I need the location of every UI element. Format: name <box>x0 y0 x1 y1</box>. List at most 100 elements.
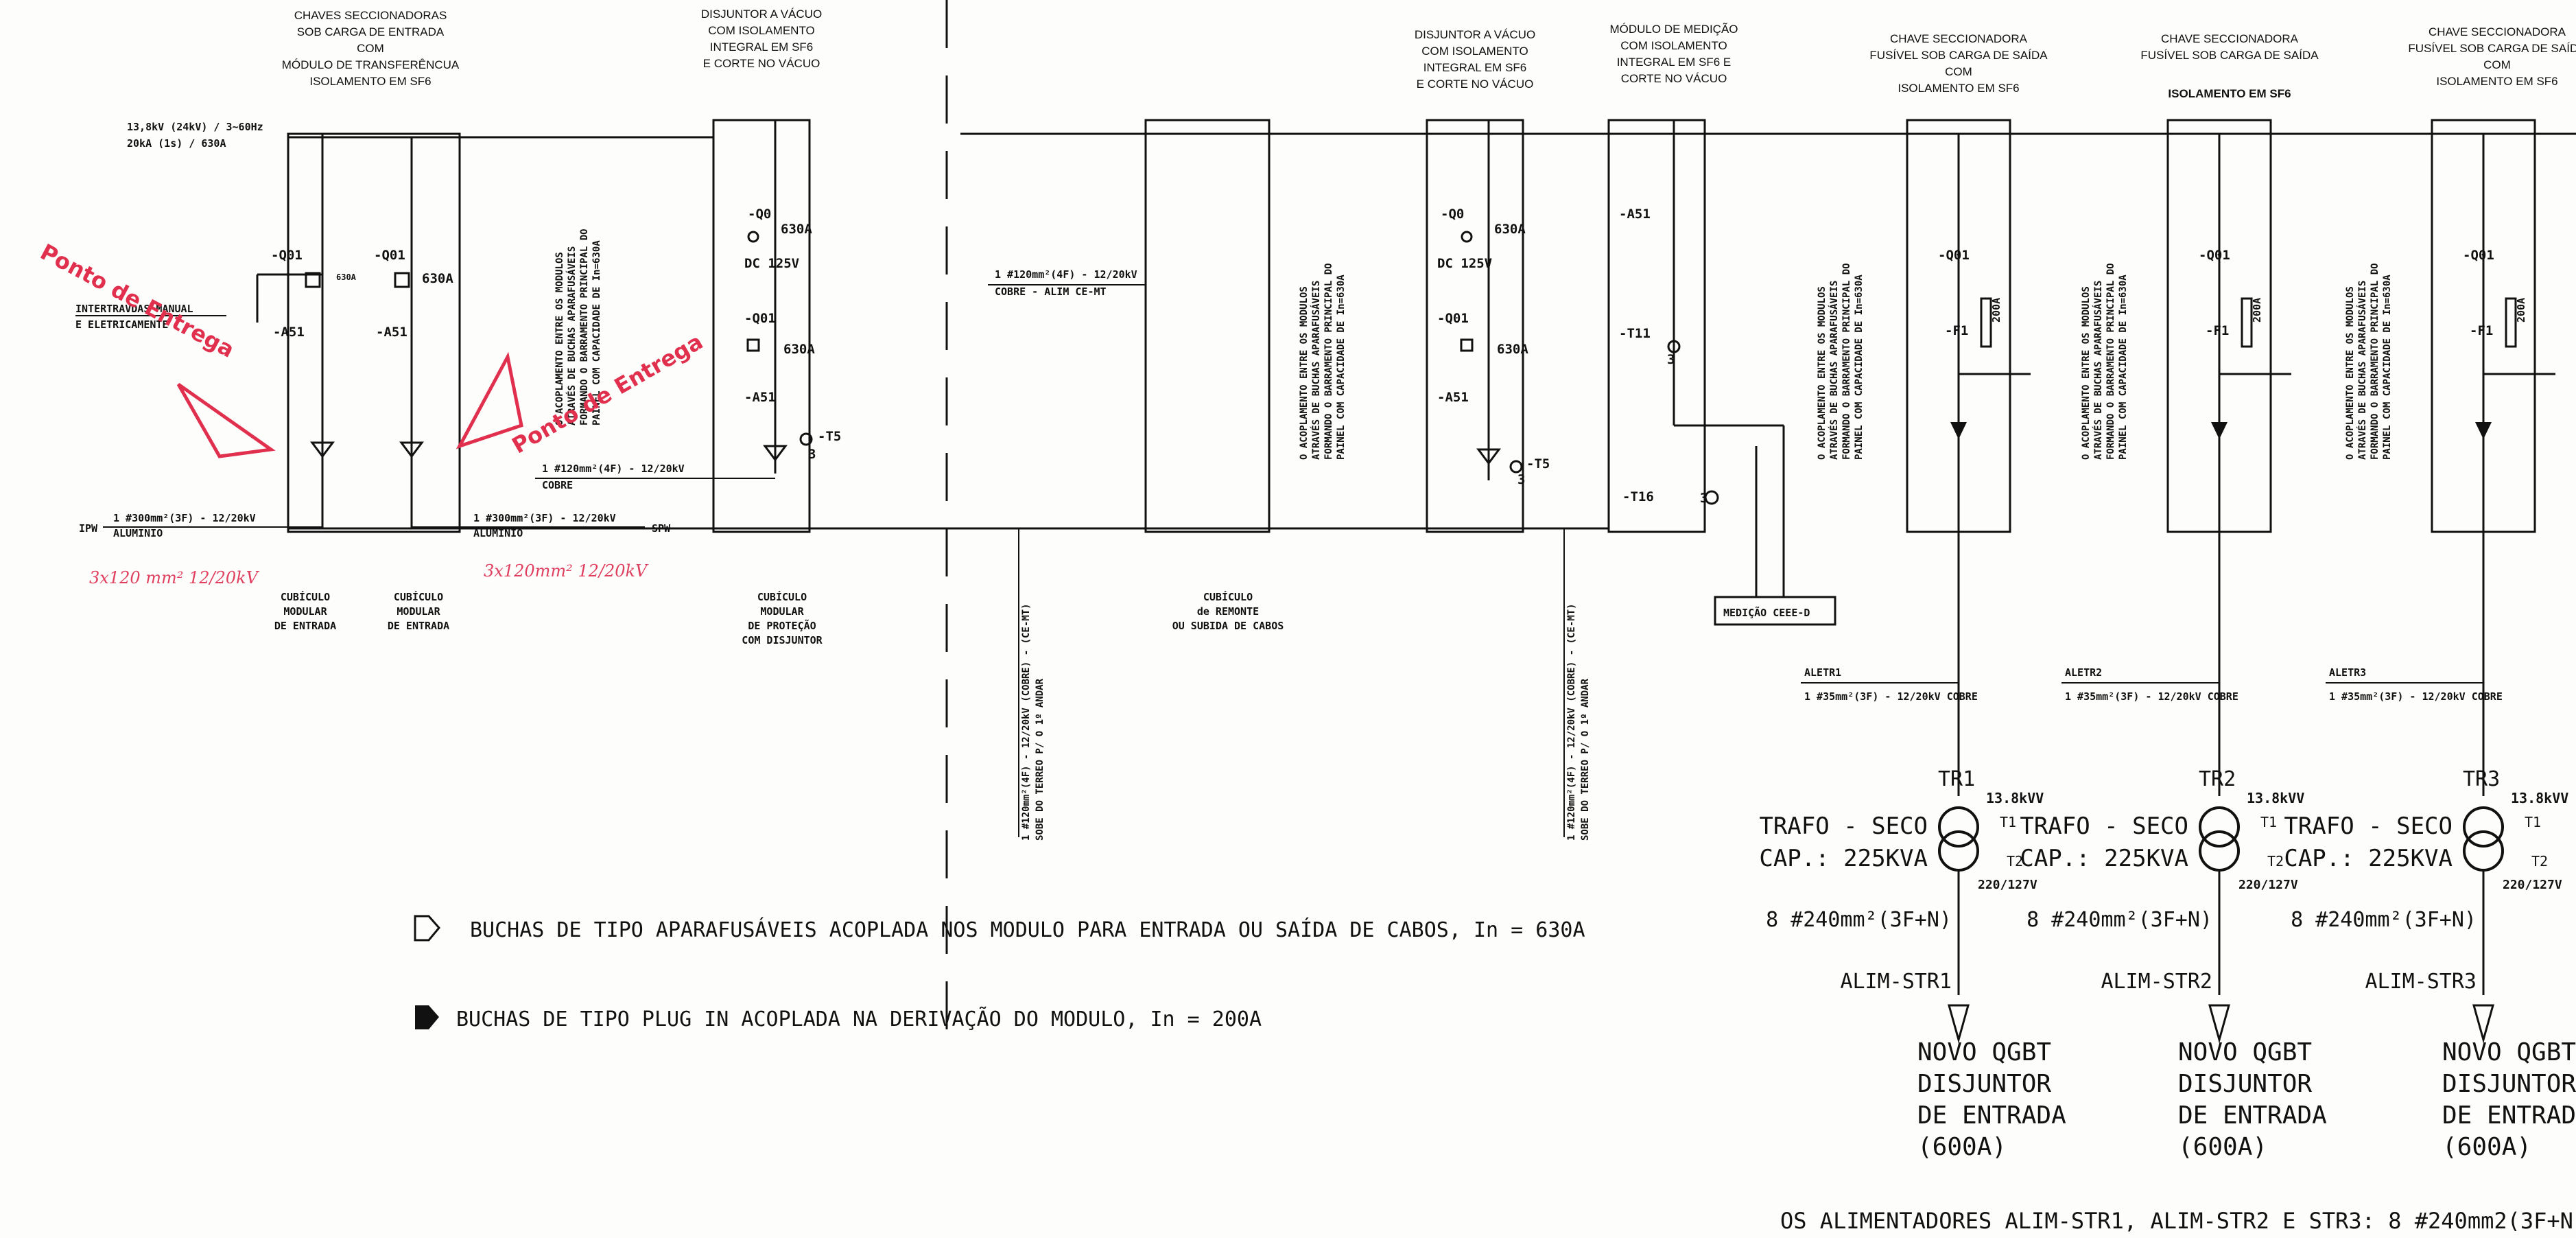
entry-labels: -Q01 -Q01 630A 630A -A51 -A51 <box>271 248 453 340</box>
feeder-alim: ALIM-STR3 <box>2365 970 2477 994</box>
svg-text:-Q0: -Q0 <box>1441 207 1464 222</box>
svg-text:-T5: -T5 <box>818 429 841 444</box>
svg-text:MODULAR: MODULAR <box>760 605 804 618</box>
header-vacuum-breaker-1: DISJUNTOR A VÁCUO COM ISOLAMENTO INTEGRA… <box>701 8 822 70</box>
transformer-lv: 220/127V <box>2238 878 2298 892</box>
stamp-left: Ponto de Entrega <box>36 239 276 458</box>
svg-text:INTEGRAL EM SF6: INTEGRAL EM SF6 <box>1423 61 1527 74</box>
svg-text:O ACOPLAMENTO ENTRE OS MODULOS: O ACOPLAMENTO ENTRE OS MODULOS <box>1299 286 1310 460</box>
svg-text:COM ISOLAMENTO: COM ISOLAMENTO <box>708 24 815 37</box>
svg-text:-F1: -F1 <box>2470 323 2493 338</box>
header-fuse-switch-1: CHAVE SECCIONADORA FUSÍVEL SOB CARGA DE … <box>1869 32 2048 95</box>
transformer-secondary-icon <box>1938 830 1979 872</box>
cubicle-breaker-frame <box>712 119 811 533</box>
svg-text:DC 125V: DC 125V <box>744 256 799 271</box>
svg-text:630A: 630A <box>1497 342 1528 357</box>
cubicle-metering-frame <box>1607 119 1706 533</box>
svg-text:E ELETRICAMENTE: E ELETRICAMENTE <box>75 318 168 331</box>
svg-text:CHAVES SECCIONADORAS: CHAVES SECCIONADORAS <box>294 9 447 22</box>
qgbt-line: DE ENTRADA <box>1917 1101 2066 1130</box>
svg-text:COBRE: COBRE <box>542 479 573 491</box>
qgbt-line: DISJUNTOR <box>2178 1070 2312 1098</box>
svg-text:-A51: -A51 <box>273 325 305 340</box>
transformer-lv: 220/127V <box>2503 878 2562 892</box>
transformer-type: TRAFO - SECO <box>2284 813 2453 840</box>
svg-text:BUCHAS DE TIPO APARAFUSÁVEIS A: BUCHAS DE TIPO APARAFUSÁVEIS ACOPLADA NO… <box>470 918 1585 942</box>
svg-text:CUBÍCULO: CUBÍCULO <box>394 590 443 603</box>
breaker-internals <box>746 231 1523 474</box>
riser-text-1: 1 #120mm²(4F) - 12/20kV (COBRE) - (CE-MT… <box>1018 528 1045 841</box>
svg-text:INTEGRAL EM SF6 E: INTEGRAL EM SF6 E <box>1617 56 1732 69</box>
transformer-hv: 13.8kVV <box>2247 790 2304 806</box>
feeder-alim: ALIM-STR2 <box>2101 970 2212 994</box>
busbars <box>288 120 2576 530</box>
svg-text:FORMANDO O BARRAMENTO PRINCIPA: FORMANDO O BARRAMENTO PRINCIPAL DO <box>1323 263 1334 460</box>
svg-text:BUCHAS DE TIPO PLUG IN ACOPLAD: BUCHAS DE TIPO PLUG IN ACOPLADA NA DERIV… <box>456 1007 1262 1031</box>
cubicle-entry-frame <box>287 132 461 533</box>
transformer-t1: T1 <box>2260 814 2277 830</box>
feeder-alim: ALIM-STR1 <box>1840 970 1952 994</box>
transformer-primary-icon <box>1938 806 1979 848</box>
header-fuse-switch-3: CHAVE SECCIONADORA FUSÍVEL SOB CARGA DE … <box>2408 25 2576 88</box>
svg-text:200A: 200A <box>2251 298 2263 323</box>
svg-text:-Q01: -Q01 <box>1437 311 1469 326</box>
svg-text:CHAVE SECCIONADORA: CHAVE SECCIONADORA <box>2161 32 2299 45</box>
svg-text:-A51: -A51 <box>1619 207 1651 222</box>
svg-text:SOBE DO TERREO P/ O 1º ANDAR: SOBE DO TERREO P/ O 1º ANDAR <box>1580 678 1591 841</box>
transformer-capacity: CAP.: 225KVA <box>1759 845 1928 872</box>
svg-text:IPW: IPW <box>79 522 98 535</box>
svg-text:3x120 mm² 12/20kV: 3x120 mm² 12/20kV <box>89 568 260 587</box>
transformer-t1: T1 <box>2000 814 2016 830</box>
svg-text:1 #120mm²(4F) - 12/20kV: 1 #120mm²(4F) - 12/20kV <box>542 463 685 475</box>
coupling-text-2: O ACOPLAMENTO ENTRE OS MODULOS ATRAVÉS D… <box>1299 263 1347 460</box>
coupling-text-5: O ACOPLAMENTO ENTRE OS MODULOS ATRAVÉS D… <box>2345 263 2393 460</box>
output-arrow-icon <box>2472 1004 2494 1044</box>
feeder-output-cable: 8 #240mm²(3F+N) <box>2026 908 2212 932</box>
feeder-cable: 1 #35mm²(3F) - 12/20kV COBRE <box>1804 690 1978 703</box>
header-metering-module: MÓDULO DE MEDIÇÃO COM ISOLAMENTO INTEGRA… <box>1609 23 1738 85</box>
svg-text:CHAVE SECCIONADORA: CHAVE SECCIONADORA <box>1890 32 2028 45</box>
svg-text:DISJUNTOR A VÁCUO: DISJUNTOR A VÁCUO <box>1415 28 1535 41</box>
svg-text:ALUMINIO: ALUMINIO <box>113 527 163 539</box>
fuse-plugs <box>1950 422 2492 439</box>
svg-text:E CORTE NO VÁCUO: E CORTE NO VÁCUO <box>703 57 820 70</box>
header-fuse-switch-2: CHAVE SECCIONADORA FUSÍVEL SOB CARGA DE … <box>2140 32 2319 100</box>
svg-text:DISJUNTOR A VÁCUO: DISJUNTOR A VÁCUO <box>701 8 822 21</box>
svg-text:CHAVE SECCIONADORA: CHAVE SECCIONADORA <box>2429 25 2566 38</box>
coupling-text-4: O ACOPLAMENTO ENTRE OS MODULOS ATRAVÉS D… <box>2081 263 2129 460</box>
cubicle-breaker2-frame <box>1426 119 1524 533</box>
svg-text:-F1: -F1 <box>1945 323 1968 338</box>
svg-text:ISOLAMENTO EM SF6: ISOLAMENTO EM SF6 <box>2168 87 2291 100</box>
svg-text:3: 3 <box>1667 352 1675 367</box>
svg-text:-Q0: -Q0 <box>748 207 771 222</box>
breaker-labels: -Q0 630A DC 125V -Q01 630A -A51 -T5 3 -Q… <box>744 207 1550 487</box>
svg-text:O ACOPLAMENTO ENTRE OS MODULOS: O ACOPLAMENTO ENTRE OS MODULOS <box>554 252 565 425</box>
svg-text:3: 3 <box>1700 491 1708 506</box>
svg-text:MODULAR: MODULAR <box>283 605 327 618</box>
feeder-id: ALETR2 <box>2065 666 2102 679</box>
transformer-primary-icon <box>2463 806 2504 848</box>
svg-text:ISOLAMENTO EM SF6: ISOLAMENTO EM SF6 <box>2436 75 2557 88</box>
cubicle-labels: CUBÍCULO MODULAR DE ENTRADA CUBÍCULO MOD… <box>274 590 1284 646</box>
qgbt-line: (600A) <box>1917 1133 2007 1161</box>
feeder-cable: 1 #35mm²(3F) - 12/20kV COBRE <box>2065 690 2238 703</box>
fuse-labels: -Q01 -F1 200A -Q01 -F1 200A -Q01 -F1 200… <box>1938 248 2527 338</box>
svg-text:3: 3 <box>808 447 816 462</box>
qgbt-line: DISJUNTOR <box>1917 1070 2051 1098</box>
svg-text:PAINEL COM CAPACIDADE DE In=63: PAINEL COM CAPACIDADE DE In=630A <box>591 240 602 425</box>
svg-text:CUBÍCULO: CUBÍCULO <box>1203 590 1253 603</box>
transformer-t2: T2 <box>2267 853 2284 869</box>
svg-text:Ponto de Entrega: Ponto de Entrega <box>36 239 239 363</box>
svg-text:-Q01: -Q01 <box>271 248 303 263</box>
metering-internals <box>1667 340 1836 626</box>
svg-text:PAINEL COM CAPACIDADE DE In=63: PAINEL COM CAPACIDADE DE In=630A <box>1854 275 1865 460</box>
svg-text:-F1: -F1 <box>2206 323 2229 338</box>
qgbt-line: DISJUNTOR <box>2442 1070 2576 1098</box>
svg-text:INTERTRAVDAS MANUAL: INTERTRAVDAS MANUAL <box>75 303 193 315</box>
svg-text:ATRAVÉS DE BUCHAS APARAFUSÁVEI: ATRAVÉS DE BUCHAS APARAFUSÁVEIS <box>1310 281 1322 460</box>
feeder-output-cable: 8 #240mm²(3F+N) <box>2291 908 2477 932</box>
output-arrow-icon <box>2208 1004 2230 1044</box>
